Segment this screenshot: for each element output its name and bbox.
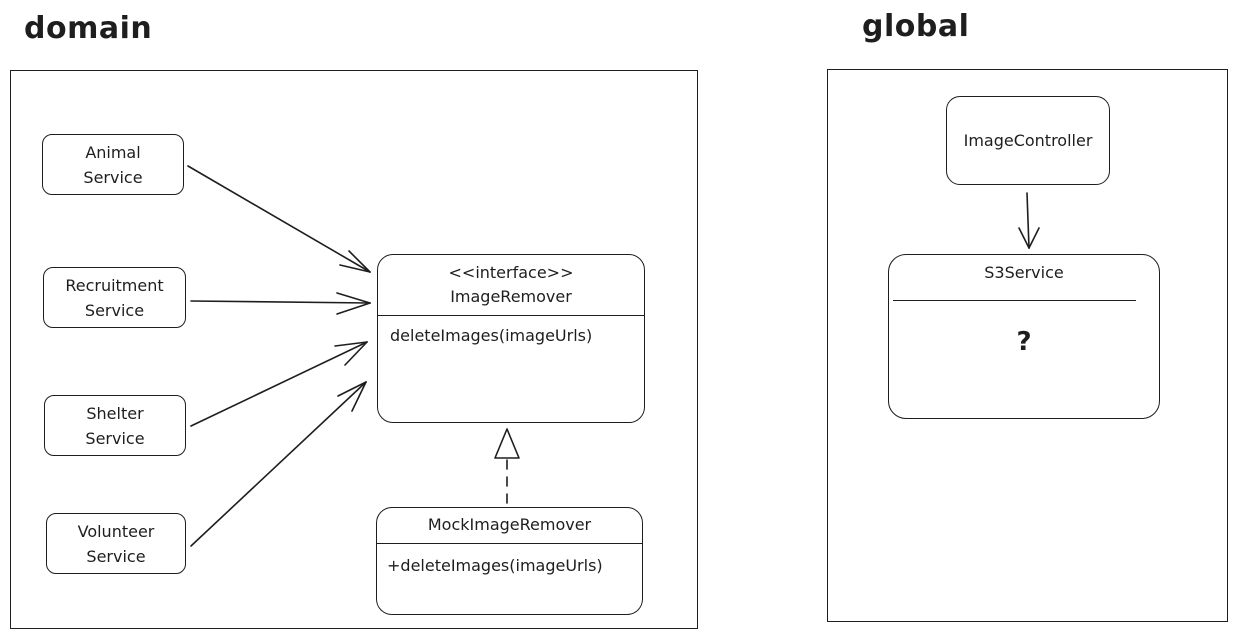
animal-service-label: Animal Service — [83, 142, 143, 187]
s3-service-body: ? — [1016, 327, 1032, 357]
shelter-service-label: Shelter Service — [85, 403, 145, 448]
image-remover-methods: deleteImages(imageUrls) — [378, 316, 644, 345]
recruitment-service-node[interactable]: Recruitment Service — [43, 267, 186, 328]
image-remover-header: <<interface>> ImageRemover — [378, 255, 644, 316]
volunteer-service-node[interactable]: Volunteer Service — [46, 513, 186, 574]
mock-image-remover-header: MockImageRemover — [377, 508, 642, 544]
image-remover-name: ImageRemover — [450, 287, 572, 306]
domain-package — [10, 70, 698, 629]
image-remover-method: deleteImages(imageUrls) — [390, 326, 593, 345]
s3-service-node[interactable]: S3Service ? — [888, 254, 1160, 419]
image-controller-label: ImageController — [963, 131, 1093, 150]
domain-package-title: domain — [24, 11, 153, 46]
global-package-title: global — [862, 9, 970, 44]
s3-service-name: S3Service — [984, 263, 1064, 282]
mock-image-remover-name: MockImageRemover — [427, 515, 592, 534]
volunteer-service-label: Volunteer Service — [77, 521, 155, 566]
animal-service-node[interactable]: Animal Service — [42, 134, 184, 195]
image-remover-stereotype: <<interface>> — [448, 263, 574, 282]
image-remover-interface-node[interactable]: <<interface>> ImageRemover deleteImages(… — [377, 254, 645, 423]
image-controller-node[interactable]: ImageController — [946, 96, 1110, 185]
recruitment-service-label: Recruitment Service — [65, 275, 164, 320]
mock-image-remover-node[interactable]: MockImageRemover +deleteImages(imageUrls… — [376, 507, 643, 615]
s3-service-divider — [893, 300, 1136, 301]
global-package — [827, 69, 1228, 622]
mock-image-remover-method: +deleteImages(imageUrls) — [387, 556, 603, 575]
mock-image-remover-methods: +deleteImages(imageUrls) — [377, 544, 642, 575]
shelter-service-node[interactable]: Shelter Service — [44, 395, 186, 456]
